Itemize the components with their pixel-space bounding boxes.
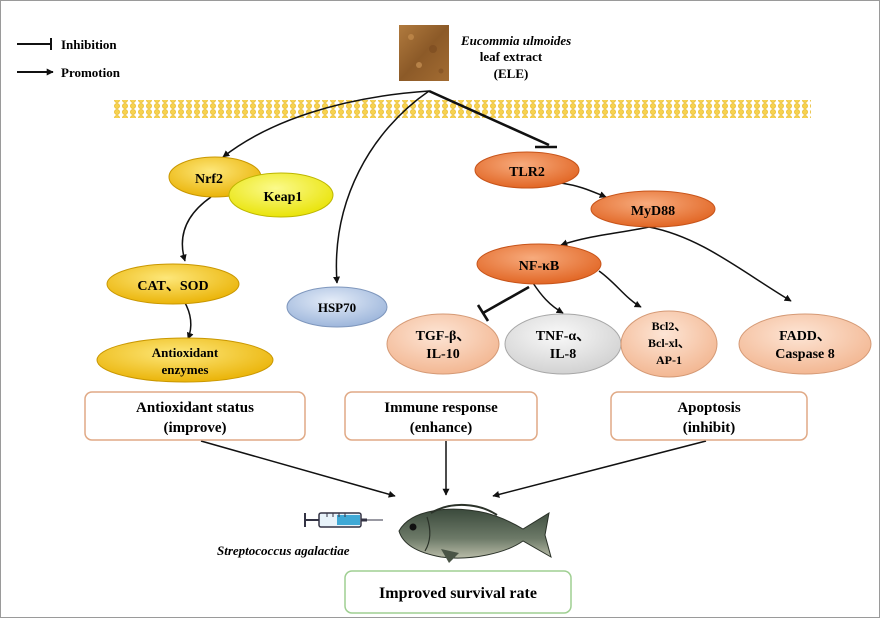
node-hsp70: HSP70 [286,286,388,328]
tnf-line2: IL-8 [550,347,576,362]
immune-response-label: Immune response [384,400,498,416]
antioxidant-status-label: Antioxidant status [136,400,254,416]
node-fadd: FADD、 Caspase 8 [738,313,872,375]
legend-inhibition-label: Inhibition [61,37,117,52]
inhibition-tlr2 [428,89,557,149]
tnf-line1: TNF-α、 [536,329,590,344]
cat-sod-label: CAT、SOD [137,279,208,294]
myd88-label: MyD88 [631,204,675,219]
node-tnf-il8: TNF-α、 IL-8 [504,313,622,375]
legend: Inhibition Promotion [17,37,121,80]
inhibition-tgf [476,285,530,322]
survival-rate-box [344,570,572,614]
bcl-line2: Bcl-xl、 [648,336,690,350]
node-myd88: MyD88 [590,190,716,228]
immune-response-effect: (enhance) [410,420,473,436]
node-cat-sod: CAT、SOD [106,263,240,305]
inhibition-legend-symbol [17,38,52,50]
node-nfkb: NF-κB [476,243,602,285]
antioxidant-status-box [84,391,306,441]
hsp70-label: HSP70 [318,300,356,315]
node-bcl2: Bcl2、 Bcl-xl、 AP-1 [620,310,718,378]
syringe-icon [304,512,383,528]
legend-promotion-label: Promotion [61,65,121,80]
bcl-line3: AP-1 [656,353,682,367]
fadd-line2: Caspase 8 [775,347,835,362]
node-tgf-il10: TGF-β、 IL-10 [386,313,500,375]
extract-powder-image [399,25,449,81]
tilapia-fish-image [398,503,552,563]
pathway-arrows [179,90,792,498]
immune-response-box [344,391,538,441]
extract-line3: (ELE) [494,66,529,81]
apoptosis-label: Apoptosis [677,400,741,416]
node-tlr2: TLR2 [474,151,580,189]
extract-line2: leaf extract [480,49,543,64]
apoptosis-box [610,391,808,441]
tgf-line1: TGF-β、 [416,329,471,344]
keap1-label: Keap1 [264,190,303,205]
nrf2-label: Nrf2 [195,172,223,187]
antioxidant-status-effect: (improve) [163,420,226,436]
nfkb-label: NF-κB [519,259,559,274]
apoptosis-effect: (inhibit) [683,420,736,436]
antioxidant-line2: enzymes [162,362,209,377]
node-keap1: Keap1 [228,172,334,218]
fadd-line1: FADD、 [779,329,831,344]
bcl-line1: Bcl2、 [652,319,687,333]
node-antioxidant-enzymes: Antioxidant enzymes [96,337,274,383]
extract-name: Eucommia ulmoides [460,33,571,48]
tlr2-label: TLR2 [509,165,545,180]
tgf-line2: IL-10 [426,347,459,362]
antioxidant-line1: Antioxidant [152,345,219,360]
pathogen-label: Streptococcus agalactiae [217,543,350,558]
cell-membrane [113,100,811,118]
survival-rate-label: Improved survival rate [379,585,537,602]
